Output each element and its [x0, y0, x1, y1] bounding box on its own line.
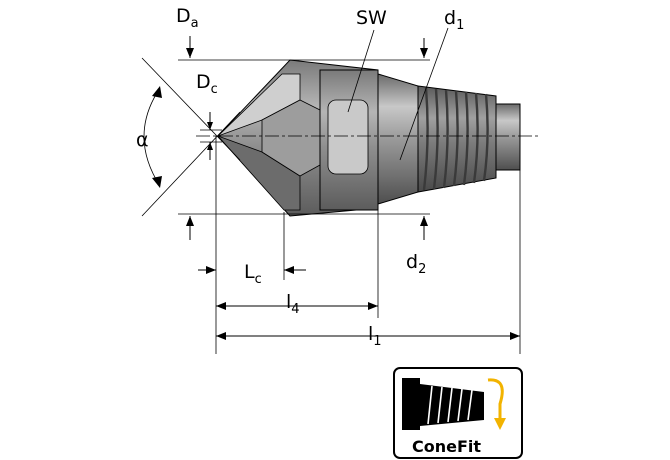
label-lc: Lc	[244, 261, 262, 287]
alpha-arrow-top	[152, 86, 162, 98]
taper-neck	[377, 73, 419, 205]
sw-leader	[347, 29, 375, 113]
drill-body	[217, 59, 521, 217]
flute-lower	[217, 135, 301, 211]
wrench-flat	[327, 99, 369, 175]
label-d1: d1	[444, 7, 464, 33]
label-dc: Dc	[196, 71, 218, 97]
lc-arrow-left	[206, 266, 216, 274]
l1-arrow-right	[510, 332, 520, 340]
alpha-arc	[143, 87, 161, 187]
badge-thread-icon	[427, 385, 473, 425]
angle-line-lower	[141, 111, 241, 217]
rotation-arrowhead-icon	[494, 418, 506, 430]
label-sw: SW	[356, 7, 387, 29]
da-arrow-top	[186, 48, 194, 58]
d1-leader	[399, 27, 449, 161]
dc-arrow-top	[207, 122, 213, 130]
badge-head-icon	[402, 378, 420, 430]
rotation-arrow-icon	[487, 378, 504, 420]
label-da: Da	[176, 5, 199, 31]
label-alpha: α	[136, 129, 149, 151]
d2-arrow-top	[420, 48, 428, 58]
alpha-arrow-bottom	[152, 176, 162, 188]
da-arrow-bottom	[186, 216, 194, 226]
d2-arrow-bottom	[420, 216, 428, 226]
l4-arrow-right	[368, 302, 378, 310]
label-d2: d2	[406, 251, 426, 277]
thread-grooves	[422, 87, 489, 191]
pilot-shank	[495, 103, 521, 171]
conefit-badge: ConeFit	[393, 367, 523, 459]
angle-line-upper	[141, 57, 241, 161]
label-l1: l1	[368, 323, 382, 349]
dc-arrow-bottom	[207, 142, 213, 150]
label-l4: l4	[286, 291, 300, 317]
l1-arrow-left	[216, 332, 226, 340]
l4-arrow-left	[216, 302, 226, 310]
badge-label: ConeFit	[412, 437, 481, 456]
flute-upper	[217, 73, 301, 137]
lc-arrow-right	[284, 266, 294, 274]
